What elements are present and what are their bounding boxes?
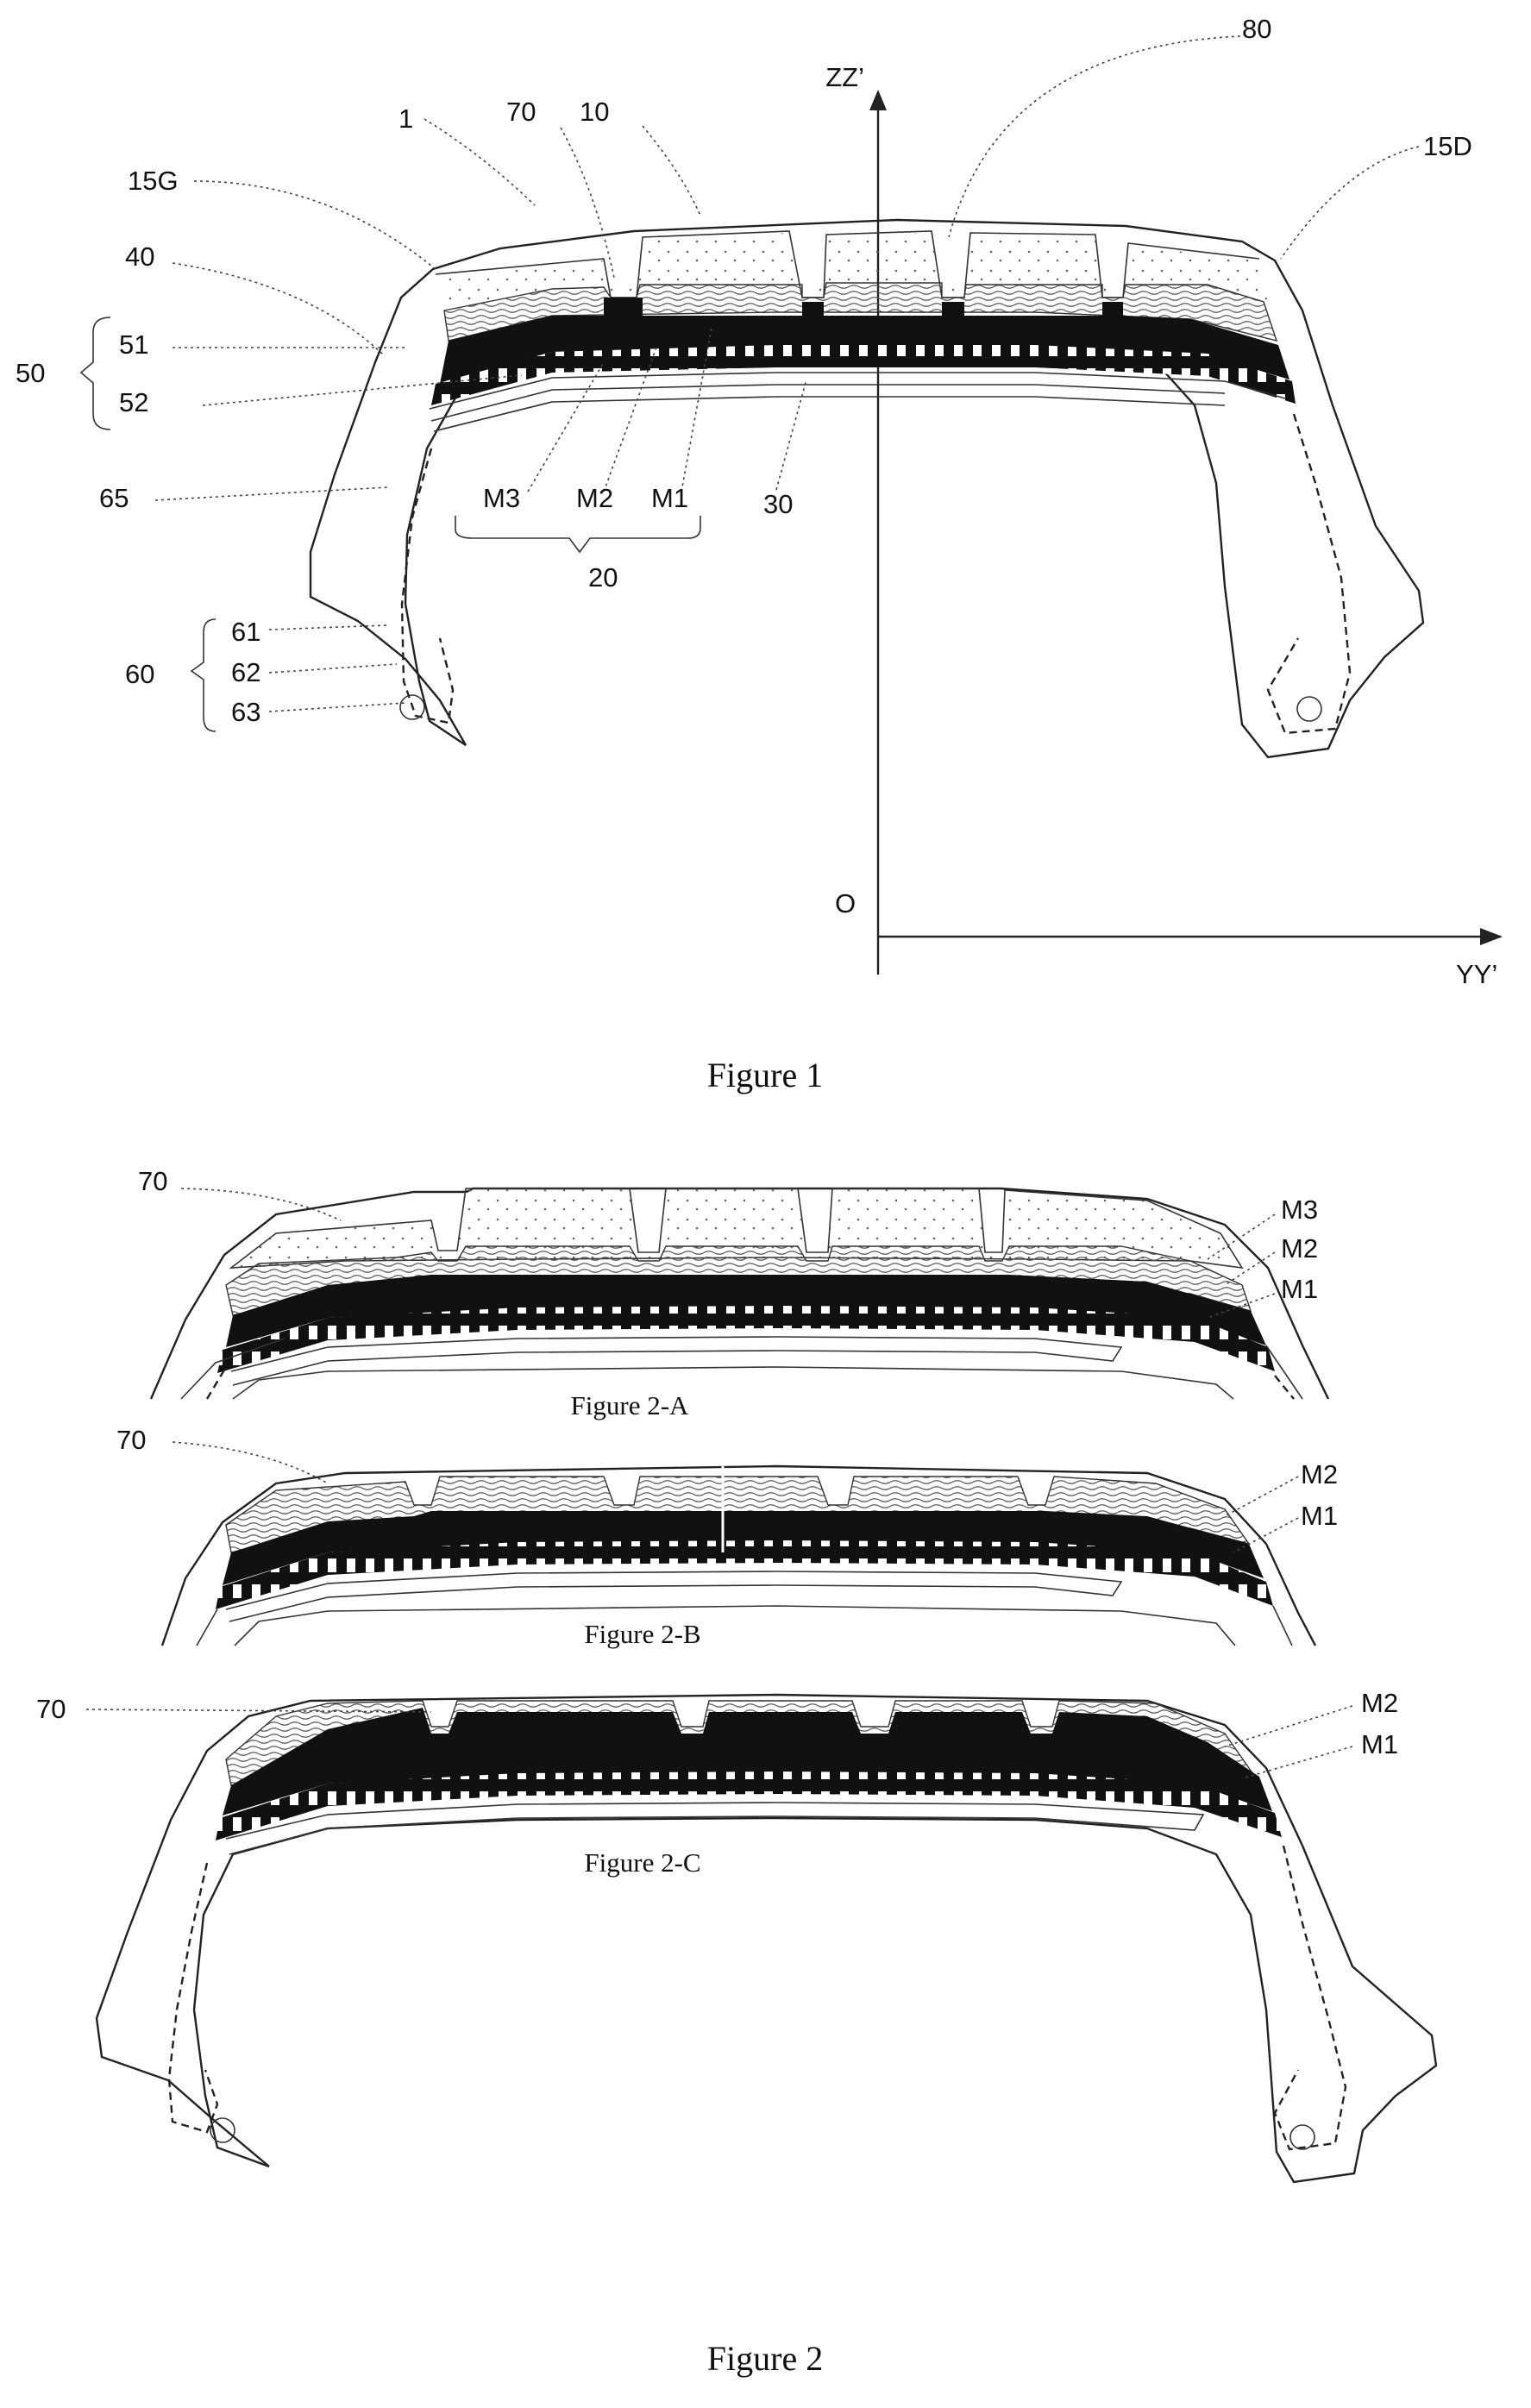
- label-m3-2a: M3: [1281, 1195, 1318, 1225]
- axis-yy: [878, 928, 1503, 945]
- figure-2c-caption: Figure 2-C: [584, 1847, 700, 1878]
- label-m3: M3: [483, 483, 520, 513]
- carcass-65-right-1: [1268, 414, 1350, 733]
- label-70-2c: 70: [36, 1694, 66, 1724]
- label-m1-2a: M1: [1281, 1274, 1318, 1304]
- belt-2c: [216, 1772, 1282, 1840]
- label-70-2b: 70: [116, 1425, 146, 1455]
- carcass-65-left-1: [402, 448, 453, 723]
- bead-wire-right-2c: [1290, 2125, 1315, 2149]
- axis-zz: [869, 90, 887, 975]
- figure-2a: 70 M3 M2 M1 Figure 2-A: [138, 1166, 1328, 1420]
- label-30: 30: [763, 489, 793, 519]
- label-m1-2b: M1: [1301, 1501, 1338, 1531]
- belt-2a: [217, 1306, 1275, 1373]
- label-62: 62: [231, 657, 260, 687]
- ply-2b: [226, 1571, 1121, 1621]
- inner-liner-2a: [233, 1367, 1233, 1399]
- label-70: 70: [506, 97, 536, 127]
- axis-label-yy: YY’: [1456, 959, 1497, 989]
- label-10: 10: [580, 97, 609, 127]
- label-50: 50: [16, 358, 45, 388]
- label-1: 1: [398, 103, 413, 134]
- inner-liner-2b: [235, 1606, 1235, 1646]
- carcass-2a: [207, 1367, 1294, 1399]
- label-40: 40: [125, 241, 154, 272]
- origin-label: O: [835, 888, 856, 919]
- label-m2-2a: M2: [1281, 1233, 1318, 1264]
- label-52: 52: [119, 387, 148, 417]
- ply-2a: [231, 1337, 1121, 1385]
- tire-1-section: [311, 220, 1423, 757]
- label-m1: M1: [651, 483, 688, 513]
- label-63: 63: [231, 697, 260, 727]
- figure-1-caption: Figure 1: [707, 1056, 823, 1094]
- label-15g: 15G: [128, 166, 179, 196]
- figure-1: 1 70 10 80 ZZ’ 15G 15D 40 50 51 52 65 60…: [16, 14, 1503, 1094]
- axis-label-zz: ZZ’: [825, 62, 864, 92]
- label-m2-2c: M2: [1361, 1688, 1398, 1718]
- label-80: 80: [1242, 14, 1271, 44]
- bracket-60: [191, 619, 216, 731]
- label-m1-2c: M1: [1361, 1729, 1398, 1759]
- label-m2-2b: M2: [1301, 1459, 1338, 1489]
- figure-2b-caption: Figure 2-B: [584, 1619, 700, 1649]
- inner-wall-2a: [181, 1339, 1302, 1399]
- bracket-20: [455, 516, 700, 552]
- belt-2b: [216, 1540, 1273, 1609]
- ply-2c: [226, 1803, 1203, 1854]
- label-70-2a: 70: [138, 1166, 167, 1196]
- carcass-2c-right: [1275, 1846, 1346, 2149]
- figure-2-caption: Figure 2: [707, 2339, 823, 2378]
- figure-2a-caption: Figure 2-A: [571, 1390, 690, 1420]
- label-60: 60: [125, 659, 154, 689]
- bracket-50: [81, 317, 110, 430]
- bead-wire-right-1: [1297, 697, 1321, 721]
- ply-52b-1: [434, 397, 1225, 431]
- label-20: 20: [588, 562, 618, 593]
- label-15d: 15D: [1423, 131, 1472, 161]
- label-65: 65: [99, 483, 129, 513]
- label-m2: M2: [576, 483, 613, 513]
- label-51: 51: [119, 329, 148, 360]
- figure-2b: 70 M2 M1 Figure 2-B: [116, 1425, 1338, 1649]
- figure-2c: 70 M2 M1 Figure 2-C: [36, 1688, 1436, 2182]
- label-61: 61: [231, 617, 260, 647]
